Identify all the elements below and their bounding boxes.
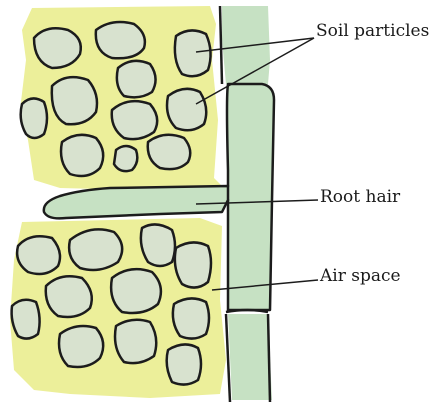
soil-particle <box>57 324 105 369</box>
air-space-leader <box>211 279 319 291</box>
soil-particles-leader-2 <box>195 37 315 105</box>
soil-particle <box>173 29 212 78</box>
air-space-label: Air space <box>320 266 401 286</box>
root-hair-leader <box>195 199 319 205</box>
soil-particles-label: Soil particles <box>316 21 430 41</box>
soil-particle <box>32 27 82 70</box>
soil-particle <box>10 298 41 340</box>
soil-particle <box>19 97 49 140</box>
root-hair <box>42 184 230 220</box>
soil-particle <box>115 59 157 99</box>
soil-particles-upper <box>19 20 212 178</box>
soil-particle <box>67 228 124 272</box>
soil-particle <box>165 87 208 132</box>
soil-particle <box>109 267 163 315</box>
soil-particle <box>113 318 158 365</box>
leader-lines <box>195 37 319 291</box>
root-epidermis <box>218 5 276 403</box>
soil-particle <box>139 223 177 268</box>
soil-particle <box>94 20 147 60</box>
soil-particle <box>165 343 203 386</box>
soil-particle <box>50 75 99 126</box>
soil-particle <box>146 133 192 171</box>
soil-particle <box>44 275 93 319</box>
soil-particles-leader-1 <box>195 37 315 53</box>
soil-particle <box>110 99 159 141</box>
soil-particle <box>112 144 139 173</box>
soil-particle <box>171 297 211 340</box>
soil-particle <box>15 235 62 276</box>
soil-particle <box>59 133 105 178</box>
root-hair-label: Root hair <box>320 187 401 207</box>
soil-particle <box>173 241 213 289</box>
soil-particles-lower <box>10 223 213 386</box>
